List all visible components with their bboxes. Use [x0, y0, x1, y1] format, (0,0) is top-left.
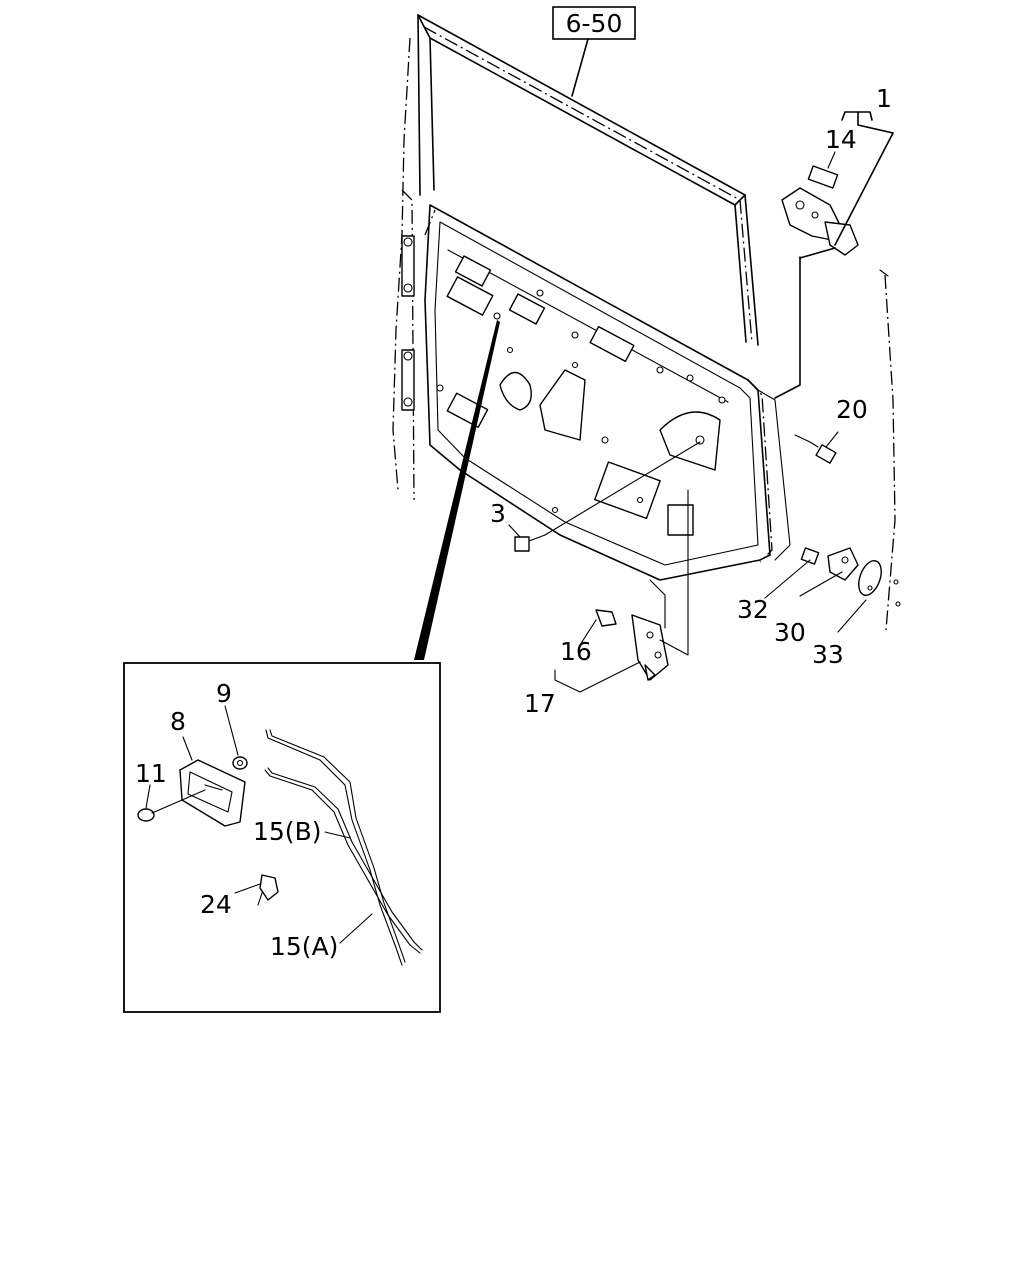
- callout-24: 24: [200, 890, 232, 919]
- inset-leader: [414, 320, 500, 660]
- bolt-3[interactable]: [514, 534, 546, 552]
- callout-3: 3: [490, 499, 506, 528]
- striker-assembly[interactable]: [800, 547, 885, 598]
- door-window-frame: [417, 14, 759, 346]
- lock-assembly[interactable]: [631, 579, 669, 681]
- detail-inset: 9 8 11 15(B) 24 15(A): [123, 662, 441, 1013]
- clip-24[interactable]: [257, 874, 279, 906]
- callout-8: 8: [170, 707, 186, 736]
- callout-20: 20: [836, 395, 868, 424]
- outside-handle[interactable]: [781, 165, 859, 256]
- callout-32: 32: [737, 595, 769, 624]
- door-body-outline: [392, 37, 896, 631]
- bolt-20[interactable]: [809, 441, 837, 464]
- callout-11: 11: [135, 759, 167, 788]
- nut-9[interactable]: [232, 756, 248, 770]
- reference-box[interactable]: 6-50: [552, 6, 636, 40]
- callout-30: 30: [774, 618, 806, 647]
- reference-label: 6-50: [566, 9, 623, 38]
- clip-16[interactable]: [595, 609, 617, 627]
- callout-15a: 15(A): [270, 932, 338, 961]
- callout-1: 1: [876, 84, 892, 113]
- screw-11[interactable]: [137, 789, 206, 822]
- callout-16: 16: [560, 637, 592, 666]
- callout-33: 33: [812, 640, 844, 669]
- rod-15[interactable]: [264, 729, 423, 966]
- callout-14: 14: [825, 125, 857, 154]
- callout-17: 17: [524, 689, 556, 718]
- callout-9: 9: [216, 679, 232, 708]
- callout-15b: 15(B): [253, 817, 321, 846]
- door-inner-panel: [424, 204, 791, 581]
- door-hinges: [401, 235, 415, 411]
